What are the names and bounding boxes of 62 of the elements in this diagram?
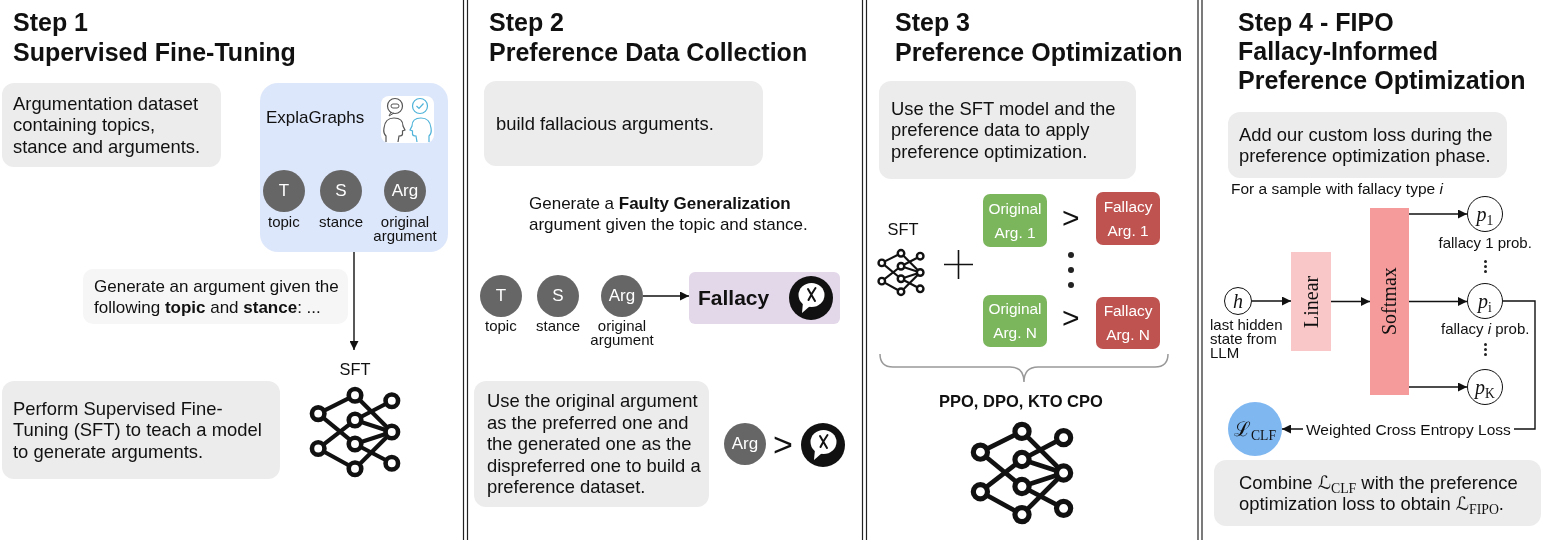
fallacy-argument-box: Fallacy Arg. 1 [1096,192,1160,245]
greater-than-sign: > [1062,203,1080,233]
circle-caption: fallacy 1 prob. [1438,236,1532,250]
step-heading: Step 1 [13,7,89,37]
circle-caption: topic [268,215,300,229]
arrow [1330,297,1371,306]
model-label: SFT [339,360,371,379]
variable-circle: p$_{1}$ [1467,196,1503,232]
variable-circle: p$_{i}$ [1467,283,1503,319]
input-circle: S [320,170,362,212]
step-heading: Step 4 - FIPO [1238,7,1394,37]
description-box: Argumentation dataset containing topics, stance and arguments. [2,83,221,167]
preferred-argument-box: Original Arg. N [983,295,1047,347]
circle-caption: fallacy i prob. [1441,322,1530,336]
node-title: Fallacy [698,286,770,310]
model-label: SFT [887,220,919,239]
instruction-text: Generate a Faulty Generalization argument given the topic and stance. [529,193,809,235]
step-heading: Step 2 [489,7,565,37]
input-circle: S [537,275,579,317]
circle-caption: stance [319,215,364,229]
variable-circle: h [1224,287,1252,315]
variable-circle: p$_{K}$ [1467,369,1503,405]
method-list: PPO, DPO, KTO CPO [939,391,1103,411]
fallacy-box [689,272,840,324]
greater-than-sign: > [773,427,793,461]
input-circle: T [263,170,305,212]
softmax-layer-box: Softmax [1370,208,1409,395]
circle-caption: original argument [589,319,655,347]
step-heading: Step 3 [895,7,971,37]
input-circle: Arg [384,170,426,212]
arrow [1408,297,1468,306]
loss-circle: ℒ$_{CLF}$ [1228,402,1282,456]
condition-text: For a sample with fallacy type i [1231,180,1443,198]
greater-than-sign: > [1062,303,1080,333]
circle-caption: stance [536,319,581,333]
description-box: Perform Supervised Fine-Tuning (SFT) to teach a model to generate arguments. [2,381,280,479]
arrow [642,291,690,301]
input-circle: Arg [724,423,766,465]
circle-caption: last hidden state from LLM [1210,318,1284,360]
description-box: Add our custom loss during the preference optimization phase. [1228,112,1507,178]
step-title: Preference Optimization [895,37,1183,67]
prompt-box: Generate an argument given the following topic and stance: ... [83,269,348,324]
arrow [1408,382,1468,392]
fallacy-argument-box: Fallacy Arg. N [1096,297,1160,349]
circle-caption: original argument [372,215,438,243]
circle-caption: topic [485,319,517,333]
dataset-name: ExplaGraphs [266,108,365,128]
input-circle: Arg [601,275,643,317]
preferred-argument-box: Original Arg. 1 [983,194,1047,247]
arrow [1251,296,1292,306]
description-box: build fallacious arguments. [484,81,763,166]
dataset-panel [260,83,448,252]
description-box: Use the original argument as the preferred one and the generated one as the dispreferred one to build a preference dataset. [474,381,709,507]
input-circle: T [480,275,522,317]
arrow [349,251,359,351]
step-title: Preference Data Collection [489,37,808,67]
description-box: Combine ℒ$_{CLF}$ with the preference optimization loss to obtain ℒ$_{FIPO}$. [1214,460,1541,526]
step-title: Supervised Fine-Tuning [13,37,296,67]
step-title: Fallacy-Informed Preference Optimization [1238,37,1527,95]
arrow [1408,209,1468,219]
description-box: Use the SFT model and the preference data to apply preference optimization. [879,81,1136,179]
linear-layer-box: Linear [1291,252,1331,351]
